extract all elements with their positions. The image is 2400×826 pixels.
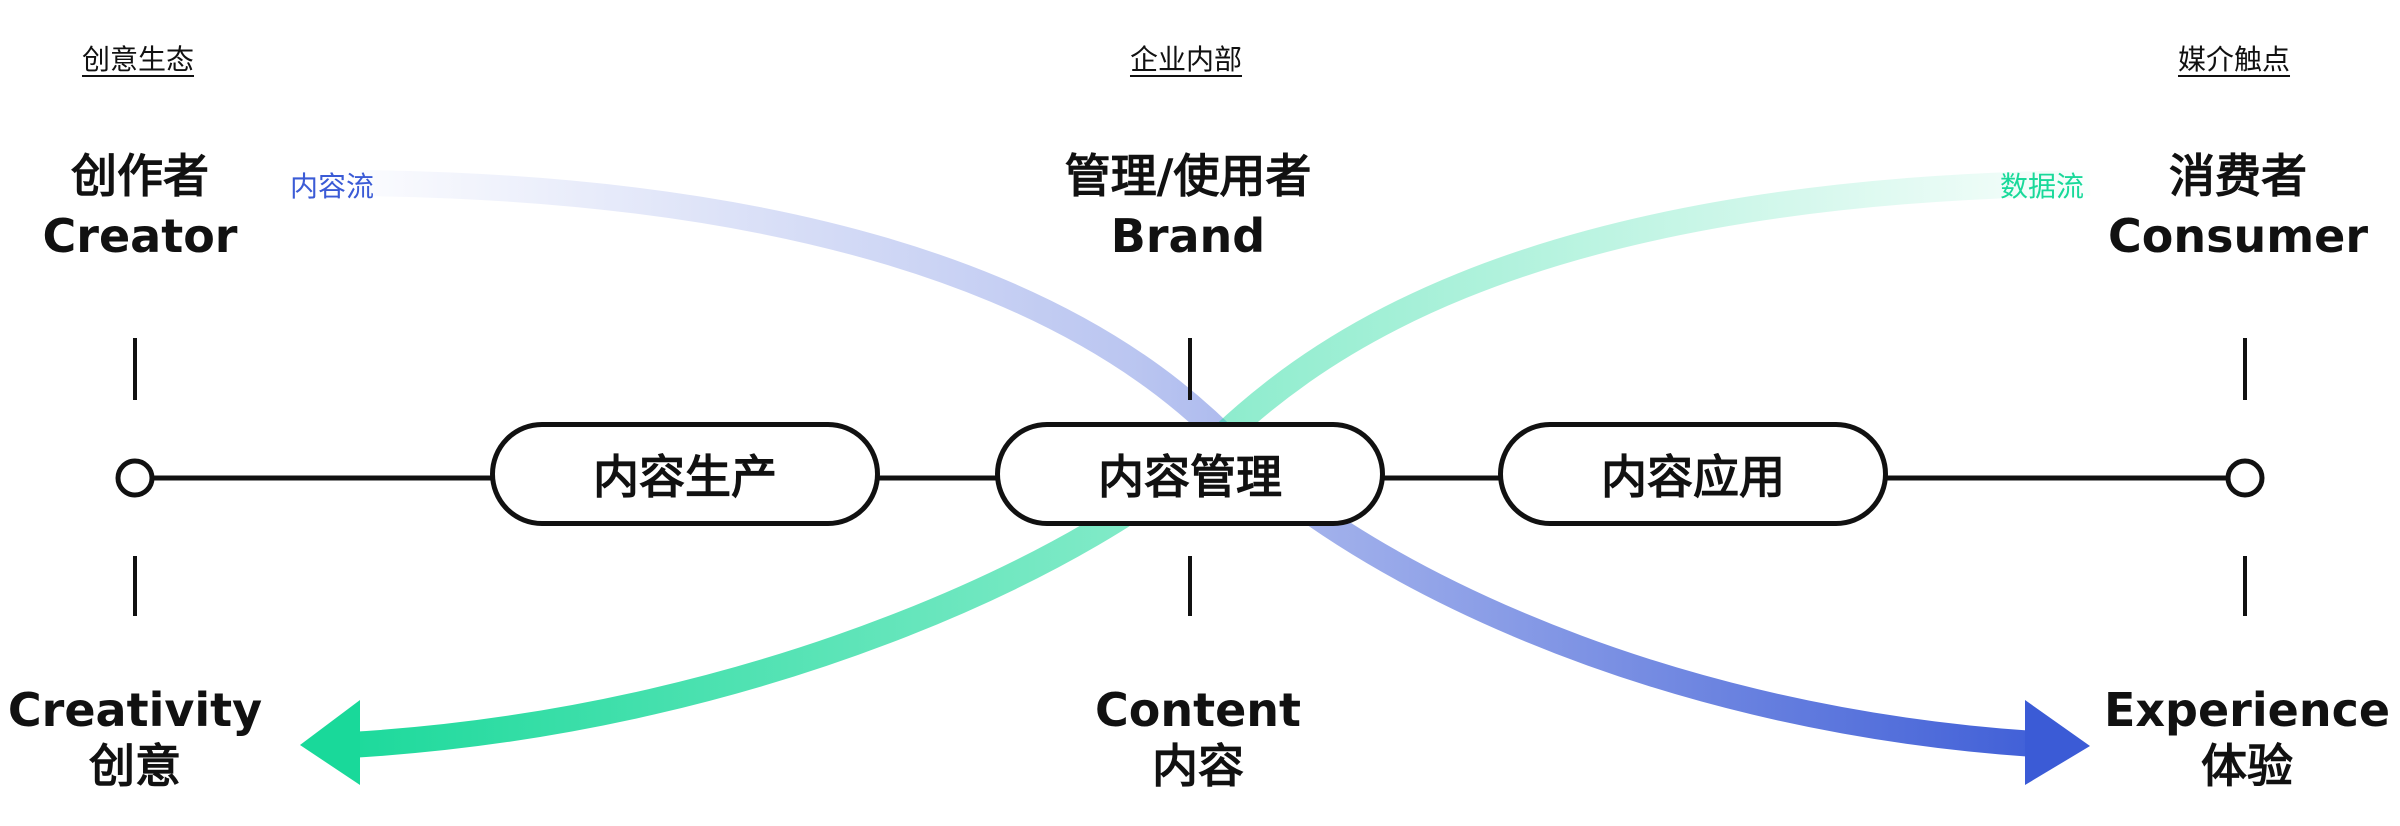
- stage-content-application: 内容应用: [1498, 422, 1888, 526]
- data-flow-arrowhead: [300, 700, 360, 785]
- role-brand-en: Brand: [1110, 209, 1266, 263]
- role-brand-cn: 管理/使用者: [1064, 149, 1312, 203]
- role-creator-en: Creator: [42, 209, 238, 263]
- column-header-creative-ecosystem: 创意生态: [81, 43, 195, 76]
- outcome-experience-cn: 体验: [2201, 739, 2293, 793]
- data-flow-label: 数据流: [2000, 170, 2085, 203]
- outcome-creativity-cn: 创意: [89, 739, 181, 793]
- role-consumer-en: Consumer: [2107, 209, 2369, 263]
- outcome-content-cn: 内容: [1152, 739, 1244, 793]
- column-header-enterprise-internal: 企业内部: [1129, 43, 1243, 76]
- column-header-media-touchpoints: 媒介触点: [2177, 43, 2291, 76]
- outcome-experience-en: Experience: [2103, 683, 2391, 737]
- outcome-creativity-en: Creativity: [7, 683, 263, 737]
- role-consumer-cn: 消费者: [2169, 149, 2307, 203]
- role-creator-cn: 创作者: [71, 149, 209, 203]
- outcome-content-en: Content: [1094, 683, 1302, 737]
- end-node: [2225, 458, 2265, 498]
- stage-content-management: 内容管理: [995, 422, 1385, 526]
- stage-content-production: 内容生产: [490, 422, 880, 526]
- content-flow-arrowhead: [2025, 700, 2090, 785]
- content-flow-label: 内容流: [290, 170, 375, 203]
- start-node: [115, 458, 155, 498]
